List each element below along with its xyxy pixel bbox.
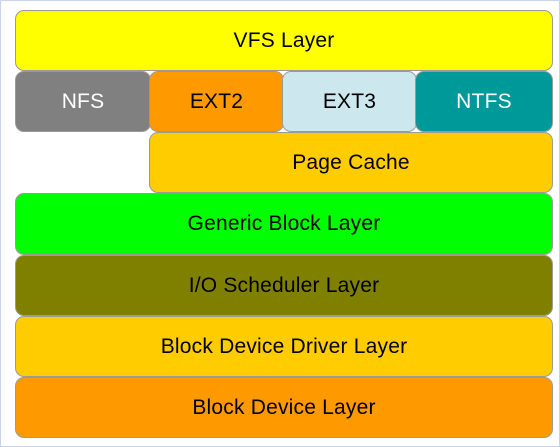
- block-device-layer-label: Block Device Layer: [192, 395, 376, 419]
- vfs-layer-label: VFS Layer: [233, 28, 335, 52]
- vfs-layer-block: VFS Layer: [15, 10, 553, 71]
- nfs-block: NFS: [15, 71, 151, 132]
- ext3-block: EXT3: [282, 71, 417, 132]
- block-device-driver-layer-label: Block Device Driver Layer: [160, 334, 408, 358]
- ntfs-label: NTFS: [456, 89, 512, 113]
- ext3-label: EXT3: [322, 89, 377, 113]
- io-scheduler-layer-block: I/O Scheduler Layer: [15, 255, 553, 316]
- ntfs-block: NTFS: [415, 71, 553, 132]
- ext2-label: EXT2: [189, 89, 244, 113]
- generic-block-layer-block: Generic Block Layer: [15, 193, 553, 255]
- page-cache-block: Page Cache: [149, 132, 553, 193]
- block-device-driver-layer-block: Block Device Driver Layer: [15, 316, 553, 377]
- nfs-label: NFS: [61, 89, 105, 113]
- io-scheduler-layer-label: I/O Scheduler Layer: [188, 273, 380, 297]
- page-cache-label: Page Cache: [292, 150, 410, 174]
- block-device-layer-block: Block Device Layer: [15, 377, 553, 438]
- ext2-block: EXT2: [149, 71, 284, 132]
- generic-block-layer-label: Generic Block Layer: [187, 212, 381, 235]
